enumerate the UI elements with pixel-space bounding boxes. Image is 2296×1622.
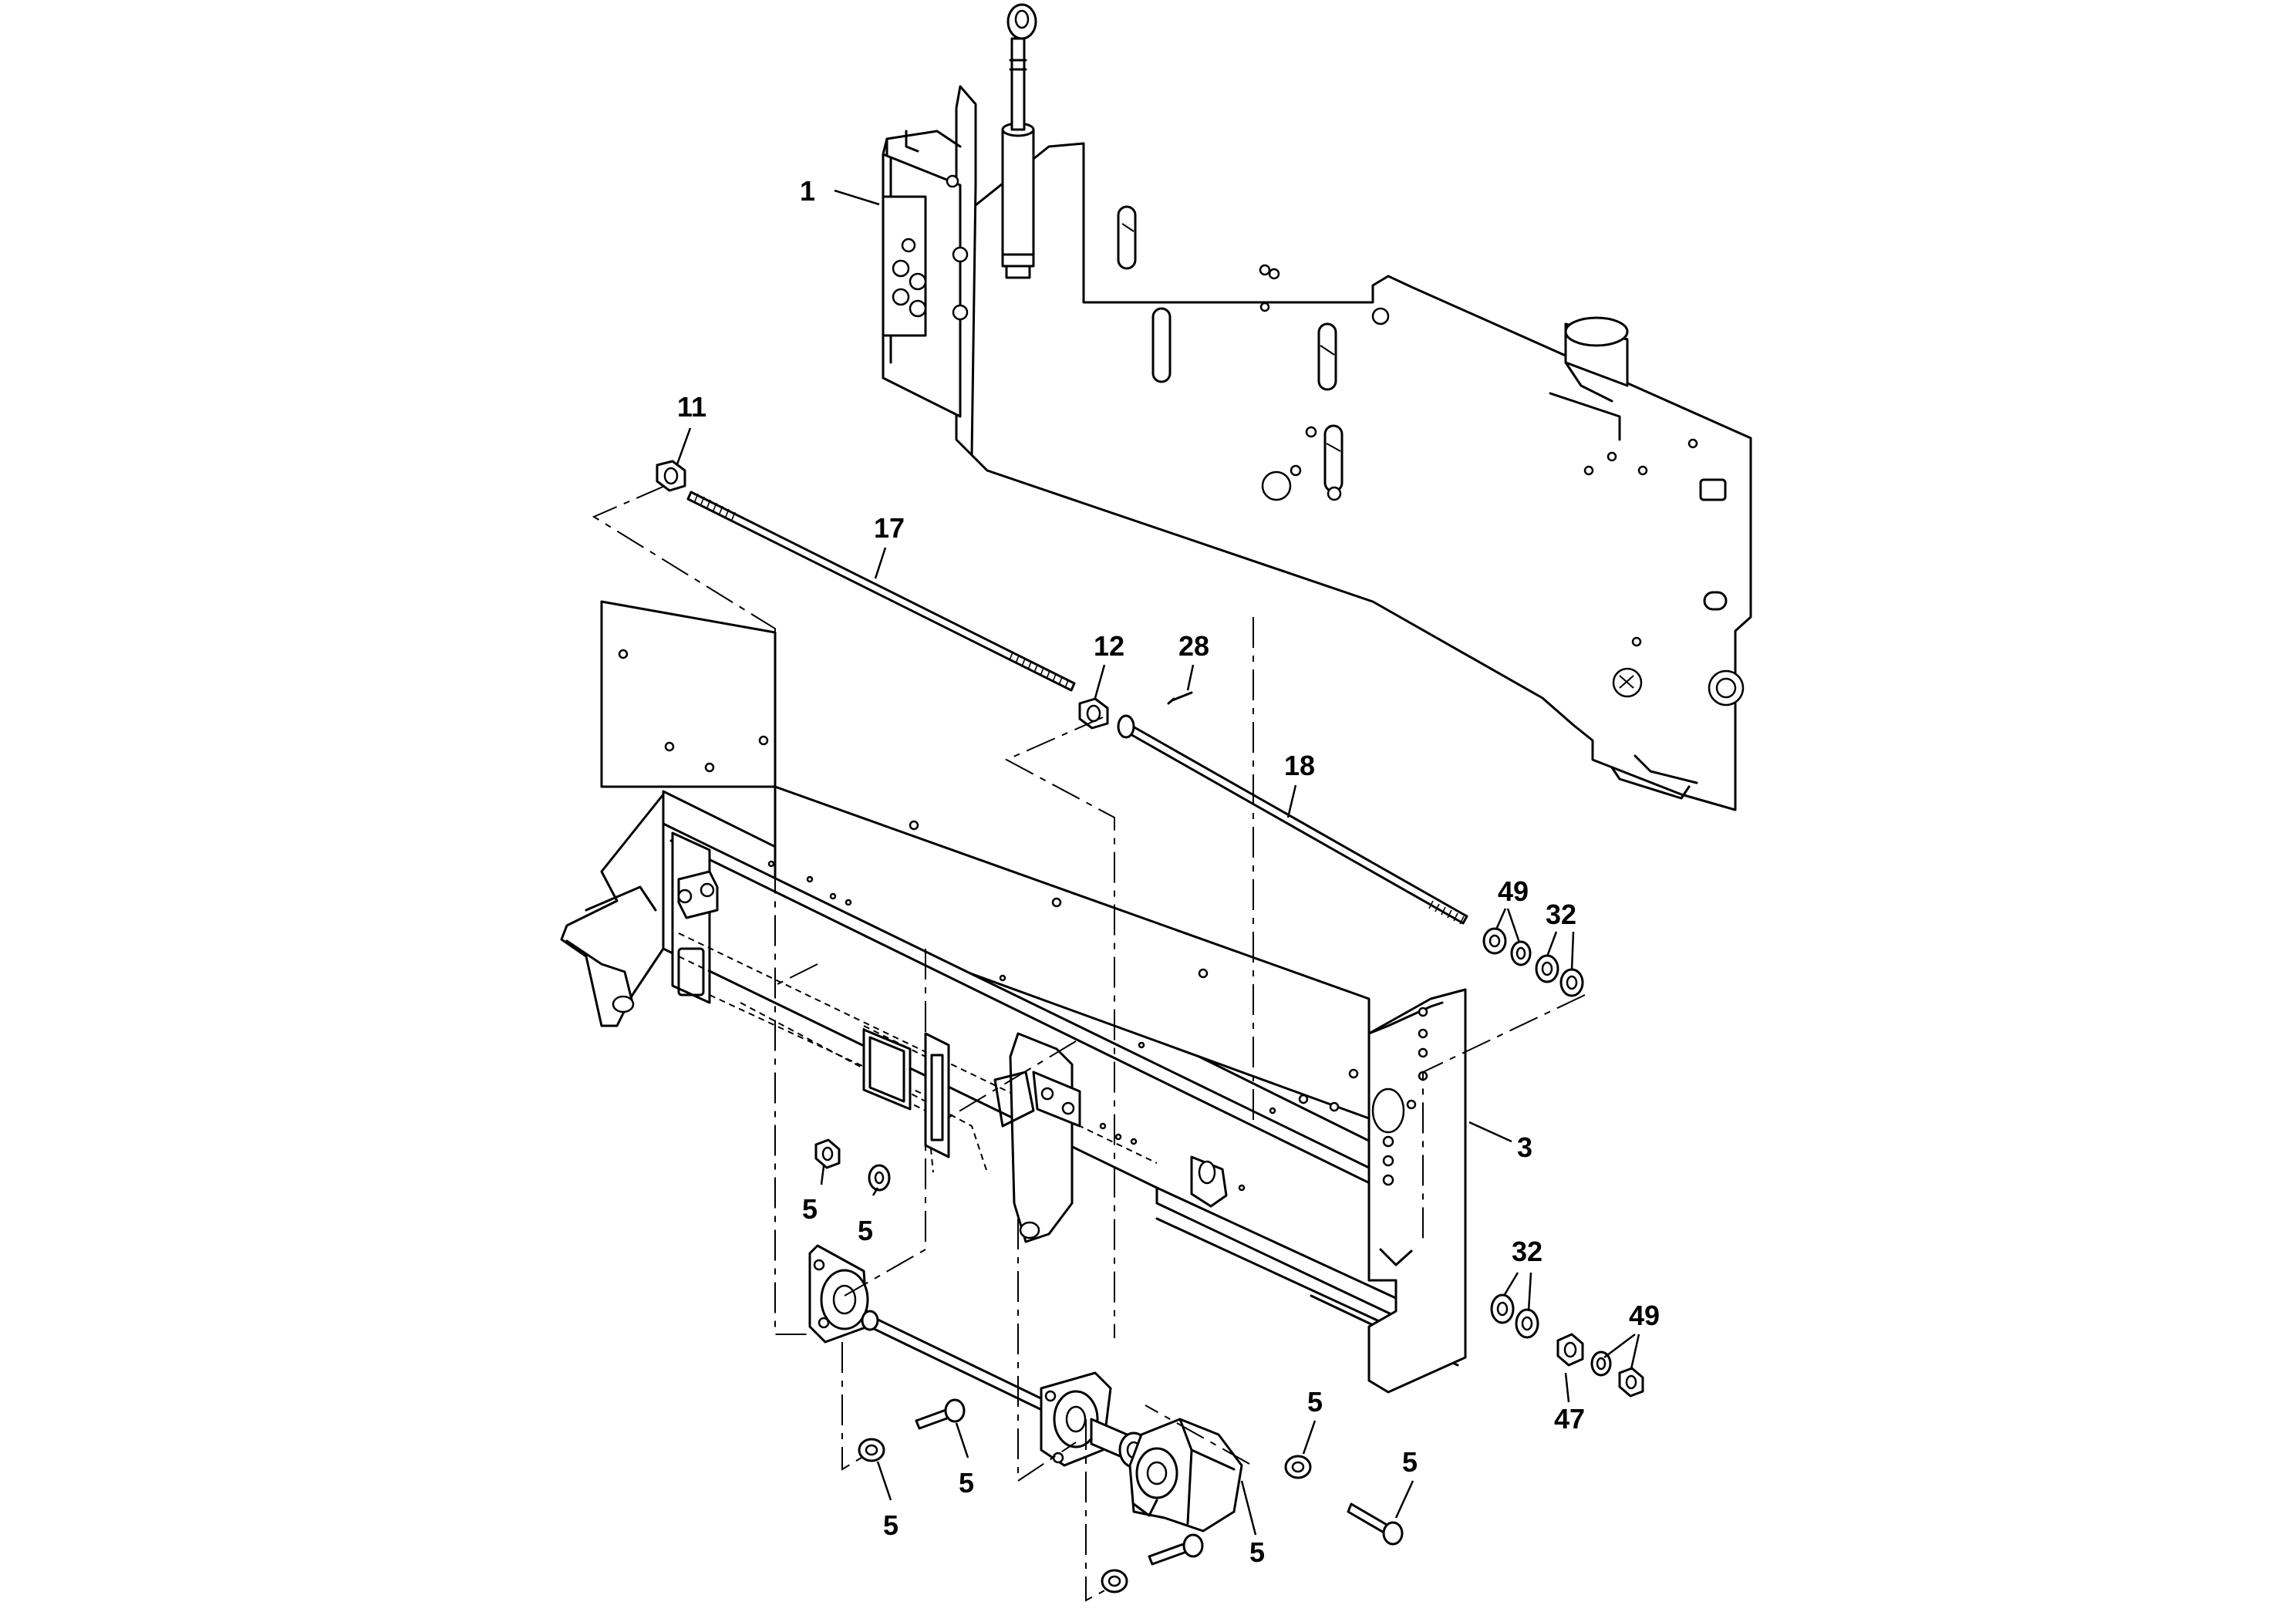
callout-label-32-lower: 32 — [1512, 1236, 1542, 1267]
callout-28: 28 — [1178, 630, 1209, 691]
gear-motor — [1128, 1418, 1243, 1533]
callout-11: 11 — [676, 391, 706, 465]
nut-47 — [1556, 1333, 1584, 1367]
callout-1: 1 — [800, 175, 880, 207]
callout-3: 3 — [1468, 1121, 1532, 1163]
rod-18 — [1117, 714, 1468, 925]
shaft — [861, 1310, 1050, 1413]
bolt-5-bottom-left — [915, 1398, 966, 1430]
callout-49-lower: 49 — [1603, 1300, 1660, 1370]
washer-5-b — [868, 1164, 891, 1192]
washer-49-upper — [1510, 940, 1532, 966]
callout-5-g: 5 — [1394, 1446, 1418, 1519]
washer-32-lower-a — [1490, 1293, 1515, 1324]
callout-12: 12 — [1094, 630, 1124, 699]
callout-label-5-d: 5 — [883, 1509, 899, 1541]
callout-label-5-c: 5 — [1249, 1536, 1265, 1568]
callout-label-49-upper: 49 — [1498, 875, 1529, 907]
upper-frame-assembly — [882, 3, 1752, 811]
callout-label-1: 1 — [800, 175, 815, 207]
callout-17: 17 — [874, 512, 905, 579]
callout-label-11: 11 — [677, 391, 706, 423]
bolt-5-bottom-mid — [1148, 1533, 1204, 1566]
callout-47: 47 — [1554, 1372, 1585, 1435]
callout-32-lower: 32 — [1502, 1236, 1542, 1312]
nut-12 — [1078, 697, 1109, 730]
washer-32-upper-b — [1559, 968, 1584, 997]
callout-label-18: 18 — [1284, 750, 1315, 781]
callout-label-5-f: 5 — [1307, 1386, 1323, 1418]
washer-5-right — [1284, 1455, 1312, 1479]
tie-rod-17 — [686, 491, 1076, 692]
nut-49-lower — [1618, 1367, 1644, 1398]
callout-5-d: 5 — [876, 1461, 899, 1541]
callout-49-upper: 49 — [1495, 875, 1529, 943]
washer-5-bottom-left — [858, 1438, 885, 1462]
callout-label-32-upper: 32 — [1546, 899, 1576, 930]
nut-5-a — [814, 1138, 841, 1169]
callout-label-5-b: 5 — [858, 1215, 873, 1246]
callout-label-47: 47 — [1554, 1403, 1585, 1435]
nut-49-upper — [1482, 927, 1507, 955]
bolt-5-right — [1347, 1502, 1404, 1546]
washer-32-upper-a — [1535, 954, 1559, 983]
bearing-right — [1040, 1371, 1112, 1467]
callout-label-12: 12 — [1094, 630, 1124, 662]
assembly-lines — [592, 485, 1586, 1602]
callout-32-upper: 32 — [1546, 899, 1576, 971]
bearing-left — [808, 1244, 869, 1344]
callout-label-28: 28 — [1178, 630, 1209, 662]
callout-label-17: 17 — [874, 512, 905, 544]
lower-frame — [560, 600, 1467, 1394]
nut-11 — [656, 460, 686, 492]
washer-32-lower-b — [1515, 1308, 1539, 1339]
callout-label-49-lower: 49 — [1629, 1300, 1660, 1331]
callout-label-5-a: 5 — [802, 1193, 818, 1225]
callout-5-c: 5 — [1240, 1480, 1265, 1568]
callout-5-b: 5 — [858, 1187, 879, 1246]
washer-5-bottom-mid — [1101, 1569, 1128, 1593]
callout-5-f: 5 — [1302, 1386, 1323, 1455]
callout-label-3: 3 — [1517, 1131, 1532, 1163]
callout-5-e: 5 — [955, 1422, 974, 1499]
callout-5-a: 5 — [802, 1165, 825, 1225]
pin-28 — [1167, 691, 1193, 705]
callout-label-5-g: 5 — [1402, 1446, 1418, 1478]
callout-18: 18 — [1284, 750, 1315, 818]
callout-label-5-e: 5 — [959, 1467, 974, 1499]
washer-49-lower — [1590, 1351, 1612, 1377]
